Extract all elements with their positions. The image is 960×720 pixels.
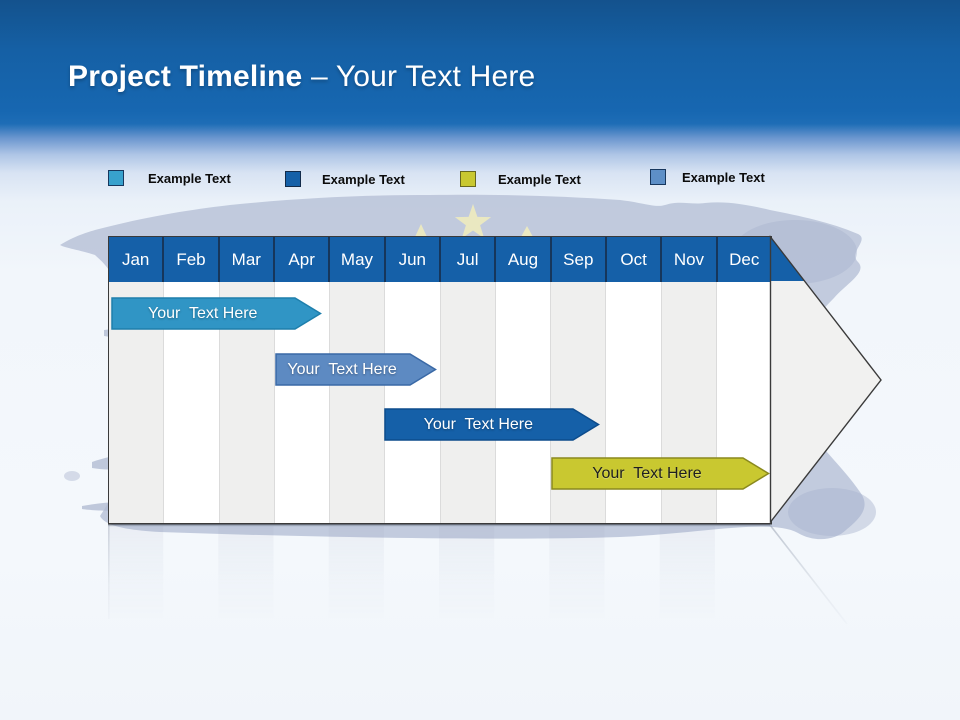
timeline-bar-task-2: Your Text Here [274, 353, 437, 386]
month-header-apr: Apr [272, 237, 329, 282]
eu-stars [415, 204, 533, 239]
legend-label: Example Text [148, 171, 231, 186]
title-bold: Project Timeline [68, 60, 303, 93]
legend-label: Example Text [498, 172, 581, 187]
month-header-sep: Sep [549, 237, 605, 282]
legend-swatch-icon [460, 171, 476, 187]
legend-item-1: Example Text [108, 170, 258, 188]
month-header-jun: Jun [383, 237, 439, 282]
legend-label: Example Text [322, 172, 405, 187]
month-header-feb: Feb [162, 237, 218, 282]
legend-item-3: Example Text [460, 171, 608, 189]
legend-swatch-icon [285, 171, 301, 187]
legend-item-4: Example Text [650, 169, 792, 187]
timeline-end-arrow [769, 234, 882, 525]
month-header-aug: Aug [494, 237, 550, 282]
column-aug [494, 282, 550, 523]
column-jul [439, 282, 495, 523]
month-header-may: May [328, 237, 384, 282]
month-header-nov: Nov [660, 237, 716, 282]
reflection-stripes [108, 526, 715, 618]
column-jun [384, 282, 440, 523]
title-rest: – Your Text Here [310, 60, 536, 93]
title-separator-space [302, 60, 311, 93]
legend-item-2: Example Text [285, 171, 432, 189]
timeline-bar-task-4: Your Text Here [551, 457, 770, 490]
star-icon [454, 204, 492, 239]
legend-swatch-icon [108, 170, 124, 186]
timeline-bar-task-1: Your Text Here [111, 297, 322, 330]
month-header-jul: Jul [438, 237, 495, 282]
column-may [329, 282, 385, 523]
month-header-dec: Dec [715, 237, 771, 282]
month-header-oct: Oct [604, 237, 661, 282]
bar-label: Your Text Here [592, 465, 702, 482]
page-title: Project Timeline – Your Text Here [68, 60, 535, 94]
month-header-jan: Jan [109, 237, 163, 282]
bar-label: Your Text Here [148, 305, 258, 322]
bar-label: Your Text Here [423, 416, 534, 433]
month-header-mar: Mar [217, 237, 273, 282]
timeline-bar-task-3: Your Text Here [384, 408, 600, 441]
bar-label: Your Text Here [287, 361, 397, 378]
legend-swatch-icon [650, 169, 666, 185]
legend-label: Example Text [682, 170, 765, 185]
